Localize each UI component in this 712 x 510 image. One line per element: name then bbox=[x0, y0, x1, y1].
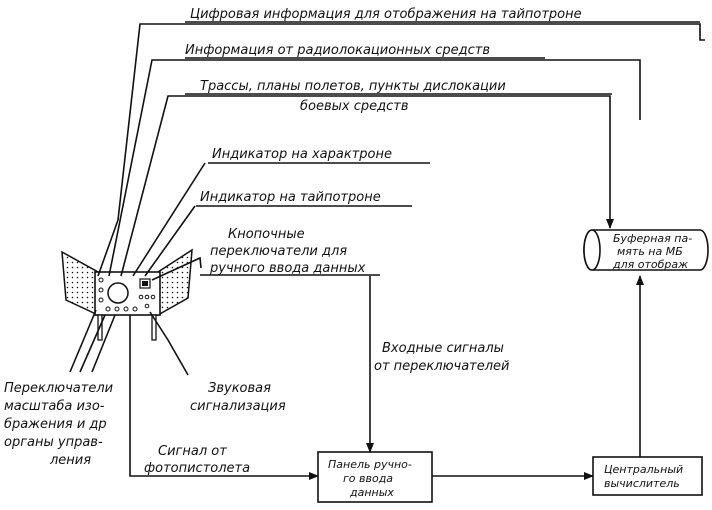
buttons-label-line3: ручного ввода данных bbox=[209, 261, 366, 276]
sound-label-line2: сигнализация bbox=[190, 399, 286, 414]
radar-info-label: Информация от радиолокационных средств bbox=[185, 43, 490, 58]
computer-line1: Центральный bbox=[604, 463, 683, 476]
input-signals-line2: от переключателей bbox=[374, 359, 509, 374]
switches-label-line1: Переключатели bbox=[4, 381, 113, 396]
input-signals-line1: Входные сигналы bbox=[382, 341, 504, 356]
central-computer-box: Центральный вычислитель bbox=[592, 456, 703, 496]
buffer-memory-box: Буферная па- мять на МБ для отображ bbox=[583, 229, 709, 271]
label-underlines bbox=[185, 21, 700, 276]
panel-line2: го ввода bbox=[343, 472, 393, 485]
callout-lines bbox=[69, 309, 189, 376]
buttons-label-line2: переключатели для bbox=[210, 244, 347, 259]
typotron-indicator-label: Индикатор на тайпотроне bbox=[200, 190, 381, 205]
buffer-memory-line3: для отображ bbox=[612, 258, 688, 271]
sound-label-line1: Звуковая bbox=[208, 381, 271, 396]
tracks-label-line2: боевых средств bbox=[300, 99, 409, 114]
panel-line3: данных bbox=[349, 486, 394, 499]
switches-label-line5: ления bbox=[49, 453, 91, 468]
panel-line1: Панель ручно- bbox=[328, 458, 412, 471]
switches-label-line2: масштаба изо- bbox=[4, 399, 105, 414]
buttons-label-line1: Кнопочные bbox=[228, 227, 305, 242]
buffer-memory-line2: мять на МБ bbox=[617, 245, 683, 258]
photogun-signal-arrow bbox=[129, 315, 319, 480]
switches-label-line3: бражения и др bbox=[4, 417, 107, 432]
operator-console-drawing bbox=[61, 248, 193, 341]
tracks-label-line1: Трассы, планы полетов, пункты дислокации bbox=[200, 79, 506, 94]
charactron-indicator-label: Индикатор на характроне bbox=[212, 147, 392, 162]
computer-line2: вычислитель bbox=[604, 477, 680, 490]
console-feed-lines bbox=[97, 23, 705, 281]
photogun-label-line1: Сигнал от bbox=[158, 444, 227, 459]
manual-input-panel-box: Панель ручно- го ввода данных bbox=[317, 451, 433, 503]
digital-info-label: Цифровая информация для отображения на т… bbox=[190, 7, 582, 22]
buffer-memory-line1: Буферная па- bbox=[613, 232, 692, 245]
photogun-label-line2: фотопистолета bbox=[144, 461, 250, 476]
switches-label-line4: органы управ- bbox=[4, 435, 103, 450]
